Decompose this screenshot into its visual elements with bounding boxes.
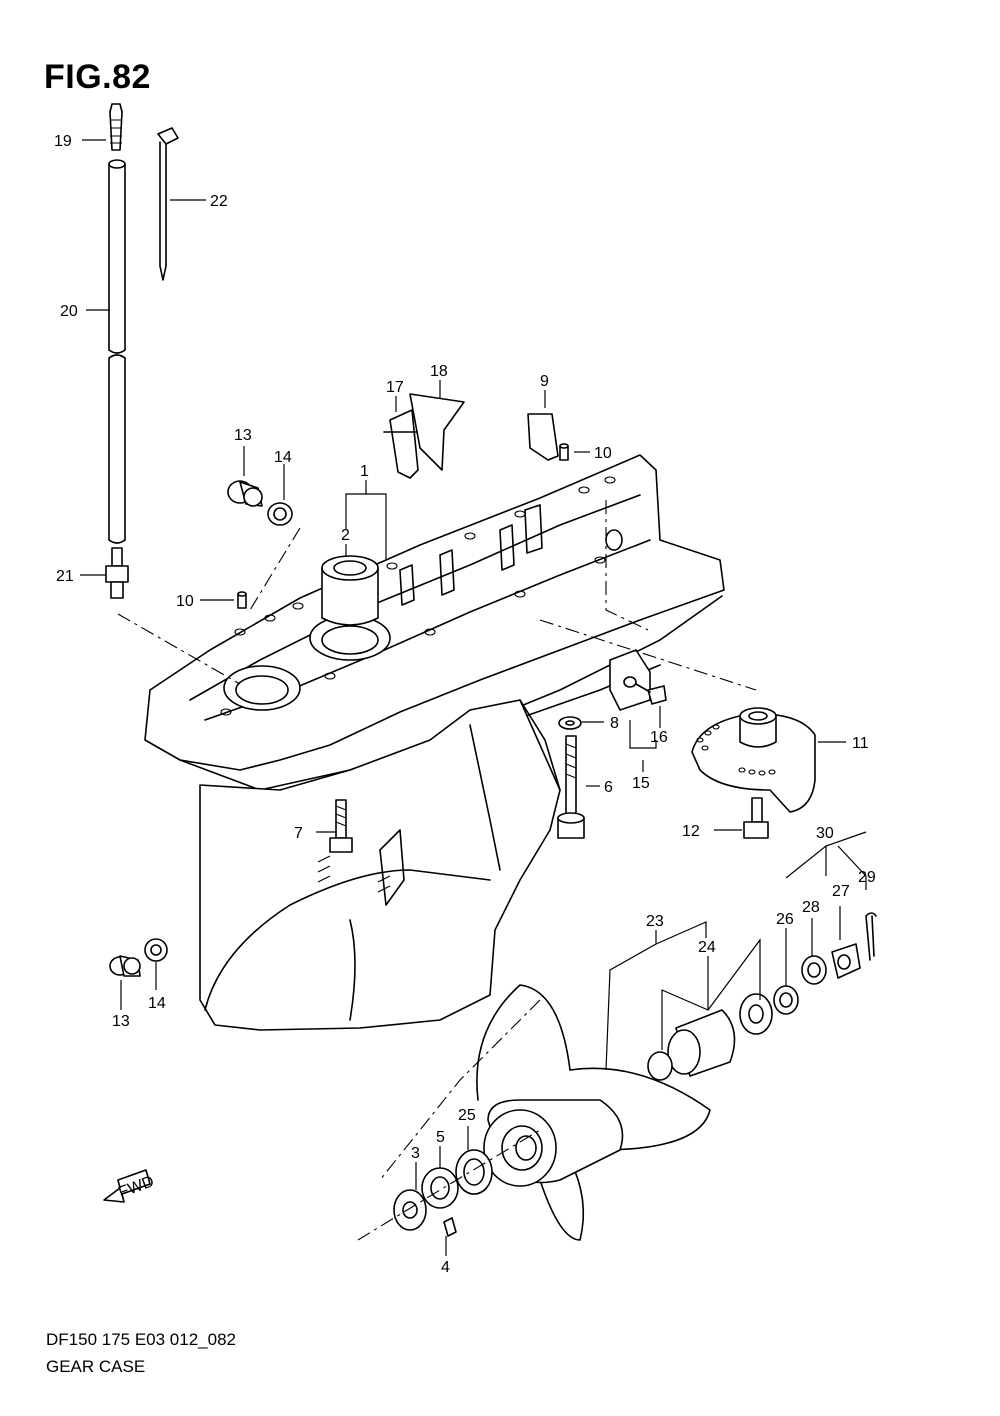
callout-1: 1: [360, 463, 369, 480]
callout-13-lower: 13: [112, 1013, 130, 1030]
part-28-spacer: [801, 955, 827, 985]
part-8-washer: [558, 716, 582, 730]
part-20-water-tube: [108, 159, 126, 544]
callout-22: 22: [210, 193, 228, 210]
figure-caption: GEAR CASE: [46, 1357, 146, 1376]
callout-8: 8: [610, 715, 619, 732]
callout-30: 30: [816, 825, 834, 842]
callout-21: 21: [56, 568, 74, 585]
part-15-anode-block: [609, 649, 651, 711]
part-26-washer: [773, 985, 799, 1015]
gear-case-housing: [144, 454, 725, 1031]
part-25-spacer: [455, 1149, 493, 1195]
fwd-label: FWD: [116, 1173, 156, 1201]
callout-12: 12: [682, 823, 700, 840]
callout-14-upper: 14: [274, 449, 292, 466]
part-10-dowel-right: [559, 443, 569, 461]
callout-5: 5: [436, 1129, 445, 1146]
part-10-dowel-left: [237, 591, 247, 609]
callout-9: 9: [540, 373, 549, 390]
part-2-bearing: [321, 555, 379, 626]
part-16-bolt: [635, 683, 667, 705]
callout-28: 28: [802, 899, 820, 916]
part-19-connector: [109, 103, 123, 151]
callout-15: 15: [632, 775, 650, 792]
part-14-gasket-lower: [144, 938, 168, 962]
part-22-cable-tie: [157, 127, 179, 281]
alignment-lines: [117, 500, 757, 1241]
callout-23: 23: [646, 913, 664, 930]
callout-2: 2: [341, 527, 350, 544]
callout-27: 27: [832, 883, 850, 900]
callout-7: 7: [294, 825, 303, 842]
part-4-pin: [443, 1217, 457, 1237]
part-13-plug-upper: [227, 480, 263, 507]
part-7-bolt: [329, 799, 353, 853]
callout-25: 25: [458, 1107, 476, 1124]
propeller: [476, 984, 711, 1241]
part-18-plate: [409, 393, 465, 471]
callout-14-lower: 14: [148, 995, 166, 1012]
part-29-cotter-pin: [865, 912, 877, 961]
fwd-arrow-icon: [103, 1169, 151, 1203]
callout-11: 11: [852, 735, 869, 752]
callout-26: 26: [776, 911, 794, 928]
part-13-plug-lower: [109, 955, 141, 977]
drawing-code: DF150 175 E03 012_082: [46, 1330, 236, 1349]
callout-10-right: 10: [594, 445, 612, 462]
callout-17: 17: [386, 379, 404, 396]
callout-10-left: 10: [176, 593, 194, 610]
callout-19: 19: [54, 133, 72, 150]
callout-16: 16: [650, 729, 668, 746]
part-23-washer: [739, 993, 773, 1035]
part-24-bushing: [647, 1009, 736, 1081]
leader-lines: [80, 139, 867, 1256]
callout-20: 20: [60, 303, 78, 320]
part-6-bolt: [557, 735, 585, 839]
callout-29: 29: [858, 869, 876, 886]
part-5-washer: [421, 1167, 459, 1209]
part-14-gasket-upper: [267, 502, 293, 526]
figure-title: FIG.82: [44, 58, 151, 96]
part-17-clip: [383, 409, 421, 479]
part-12-bolt: [743, 797, 769, 839]
part-9-cover: [527, 413, 559, 461]
callout-13-upper: 13: [234, 427, 252, 444]
callouts: 19 22 20 21 13 14 10 2 1 17 18 9 10 8 16…: [54, 133, 876, 1276]
callout-24: 24: [698, 939, 716, 956]
callout-6: 6: [604, 779, 613, 796]
callout-4: 4: [441, 1259, 450, 1276]
part-3-nut: [393, 1189, 427, 1231]
callout-18: 18: [430, 363, 448, 380]
part-27-nut: [831, 943, 861, 979]
part-11-trim-tab: [691, 707, 816, 813]
callout-3: 3: [411, 1145, 420, 1162]
part-21-fitting: [105, 547, 129, 599]
